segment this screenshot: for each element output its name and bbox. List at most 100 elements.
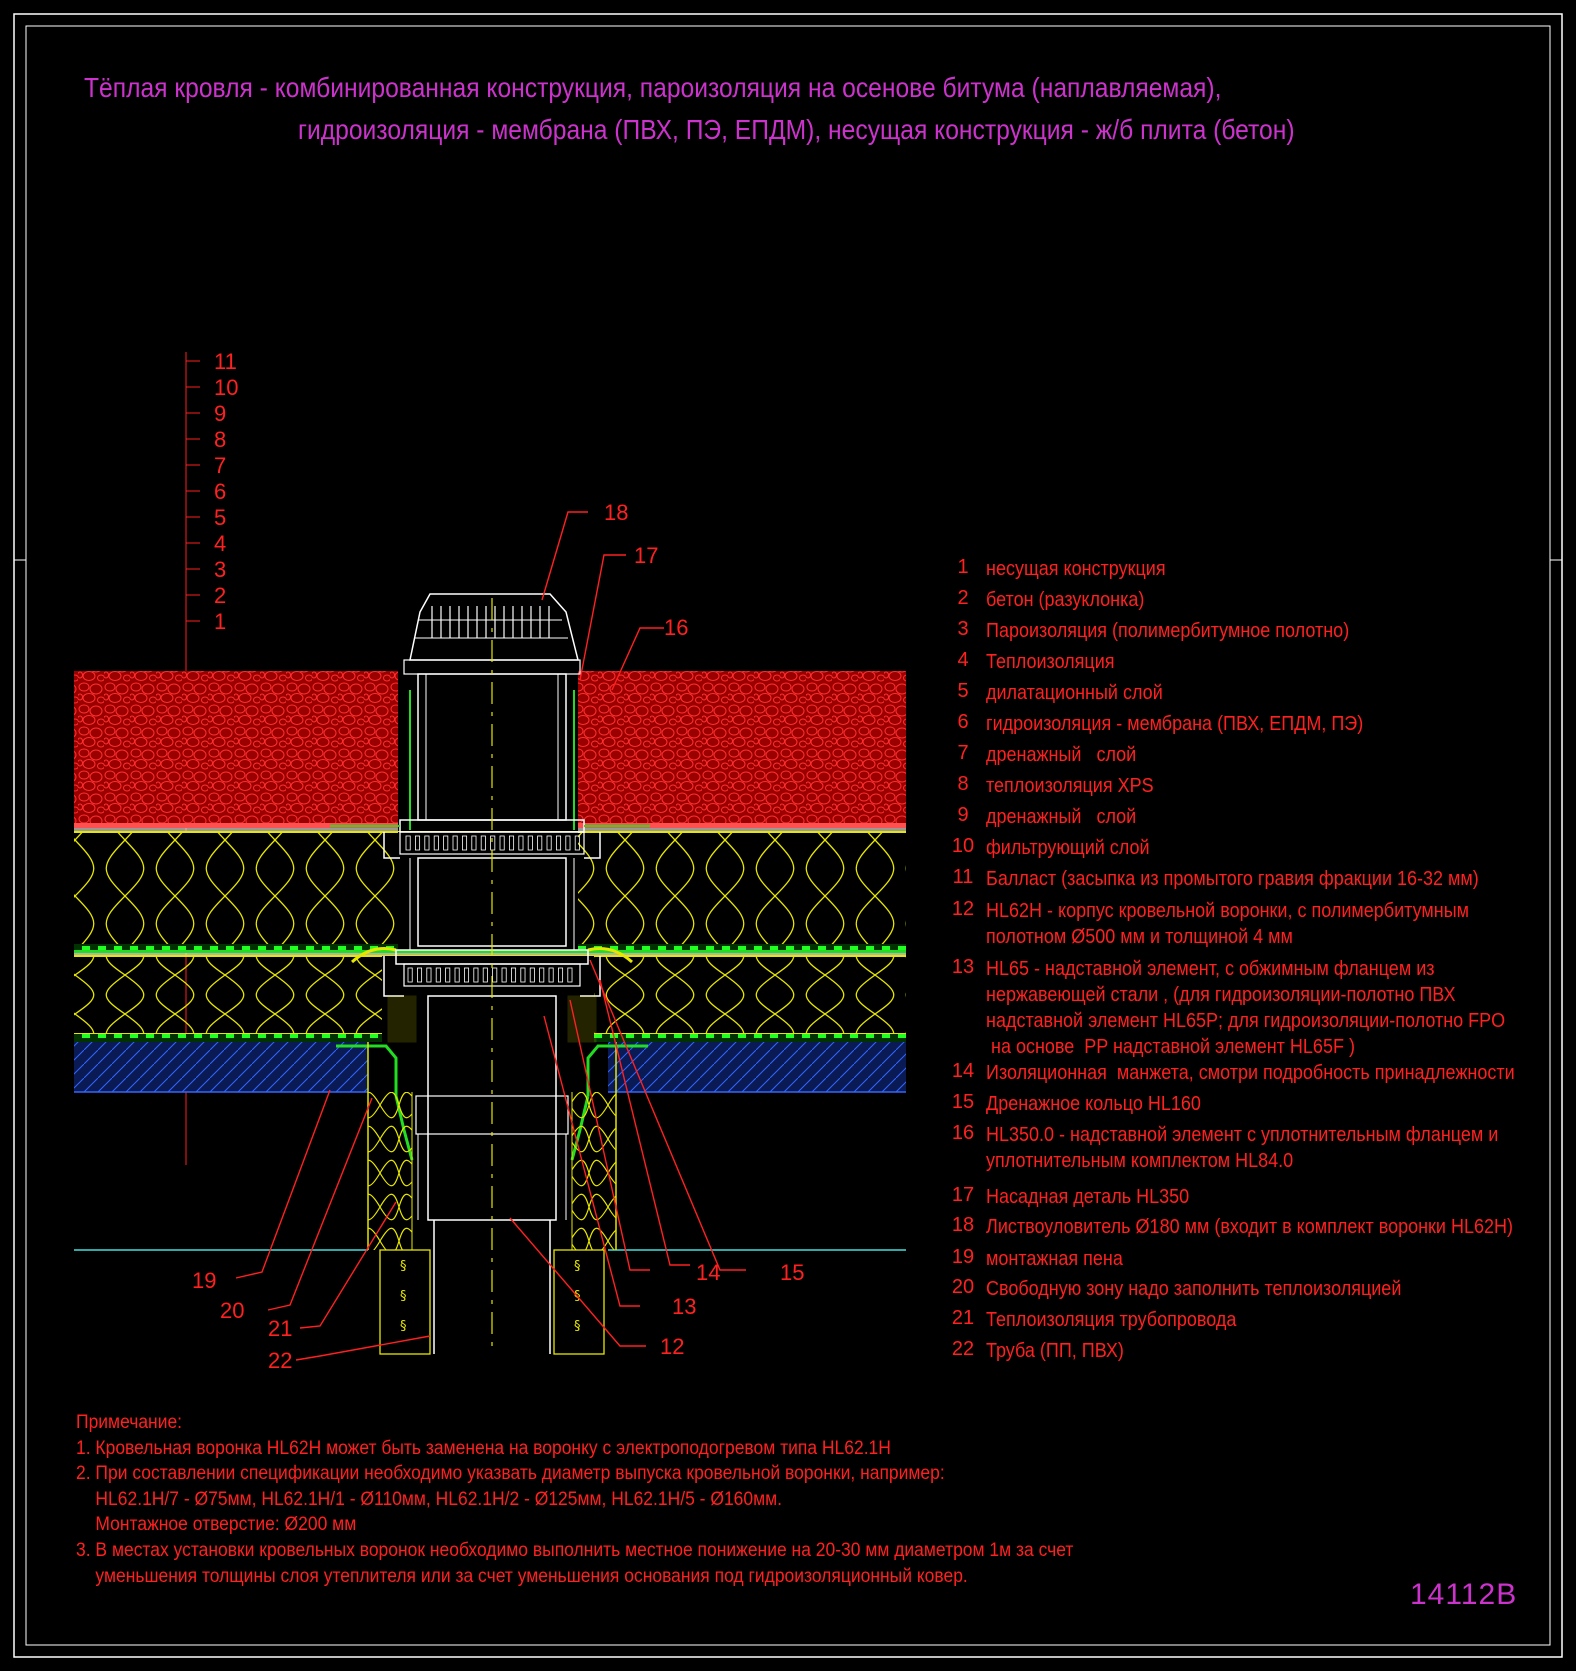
legend-text: гидроизоляция - мембрана (ПВХ, ЕПДМ, ПЭ)	[986, 713, 1364, 735]
callout-19: 19	[192, 1268, 216, 1293]
callout-12: 12	[660, 1334, 684, 1359]
flange-tooth	[452, 835, 458, 851]
pipe-insulation-mark: §	[574, 1259, 581, 1274]
flange-tooth	[405, 835, 411, 851]
legend-number: 4	[957, 649, 969, 671]
flange-tooth	[518, 835, 524, 851]
drawing-title-line1: Тёплая кровля - комбинированная конструк…	[84, 72, 1222, 103]
leader-lines	[235, 511, 746, 1361]
note-2b: HL62.1H/7 - Ø75мм, HL62.1H/1 - Ø110мм, H…	[76, 1488, 782, 1510]
legend-number: 21	[951, 1307, 975, 1329]
callout-17: 17	[634, 543, 658, 568]
callout-16: 16	[664, 615, 688, 640]
flange-tooth	[510, 967, 517, 983]
flange-tooth	[490, 835, 496, 851]
legend-number: 2	[957, 587, 969, 609]
flange-tooth	[416, 967, 423, 983]
callout-13: 13	[672, 1294, 696, 1319]
legend-item: 17 Насадная деталь HL350	[940, 1184, 1566, 1210]
legend-number: 10	[951, 835, 975, 857]
callout-numbers: 18 17 16 19 20 21 22 14 15 13 12	[192, 500, 804, 1373]
flange-tooth	[426, 967, 432, 983]
flange-tooth	[443, 835, 449, 851]
inner-frame	[25, 25, 1551, 1646]
callout-21: 21	[268, 1316, 292, 1341]
legend-text: несущая конструкция	[986, 558, 1166, 580]
legend-number: 20	[951, 1276, 975, 1298]
legend-number: 13	[951, 956, 975, 978]
scale-label: 9	[214, 401, 226, 426]
scale-label: 2	[214, 583, 226, 608]
pipe-insulation-mark: §	[574, 1319, 581, 1334]
flange-tooth	[556, 835, 562, 851]
scale-label: 3	[214, 557, 226, 582]
callout-15: 15	[780, 1260, 804, 1285]
callout-20: 20	[220, 1298, 244, 1323]
scale-label: 1	[214, 609, 226, 634]
legend-item: 9 дренажный слой	[940, 804, 1566, 830]
scale-label: 4	[214, 531, 226, 556]
flange-tooth	[546, 835, 552, 851]
flange-tooth	[501, 967, 507, 983]
notes-heading: Примечание:	[76, 1412, 183, 1433]
legend-text: дренажный слой	[986, 806, 1137, 828]
note-2c: Монтажное отверстие: Ø200 мм	[76, 1514, 357, 1536]
flange-tooth	[529, 967, 535, 983]
legend-number: 9	[957, 804, 969, 826]
legend-item: 19 монтажная пена	[940, 1246, 1566, 1272]
legend-item: 10 фильтрующий слой	[940, 835, 1566, 861]
legend-item: 14 Изоляционная манжета, смотри подробнос…	[940, 1060, 1566, 1086]
legend-text: дилатационный слой	[986, 682, 1163, 704]
legend-number: 1	[957, 556, 969, 578]
legend-number: 19	[951, 1246, 975, 1268]
legend-number: 17	[951, 1184, 975, 1206]
callout-18: 18	[604, 500, 628, 525]
legend-number: 5	[957, 680, 969, 702]
legend-text: фильтрующий слой	[986, 837, 1150, 859]
flange-tooth	[471, 835, 477, 851]
legend-number: 15	[951, 1091, 975, 1113]
flange-tooth	[574, 835, 580, 851]
scale-label: 6	[214, 479, 226, 504]
legend-number: 14	[951, 1060, 975, 1082]
pipe-insulation-mark: §	[400, 1289, 407, 1304]
legend-item: 12 HL62H - корпус кровельной воронки, с п…	[940, 898, 1566, 950]
note-2a: 2. При составлении спецификации необходи…	[76, 1463, 945, 1485]
roof-drain-assembly: §§§§§§	[330, 593, 650, 1355]
legend-text: HL62H - корпус кровельной воронки, с пол…	[986, 900, 1470, 948]
legend-text: Изоляционная манжета, смотри подробность…	[986, 1062, 1515, 1084]
flange-tooth	[565, 835, 571, 851]
callout-14: 14	[696, 1260, 720, 1285]
flange-tooth	[482, 967, 488, 983]
legend-text: Насадная деталь HL350	[986, 1186, 1190, 1208]
legend-text: теплоизоляция XPS	[986, 775, 1154, 797]
flange-tooth	[473, 967, 479, 983]
lower-flange	[350, 947, 634, 1043]
flange-tooth	[537, 835, 543, 851]
legend-number: 12	[951, 898, 975, 920]
flange-tooth	[454, 967, 460, 983]
drawing-number-stamp: 14112B	[1410, 1578, 1518, 1611]
legend-number: 11	[952, 866, 974, 888]
flange-tooth	[407, 967, 413, 983]
scale-label: 7	[214, 453, 226, 478]
flange-tooth	[480, 835, 486, 851]
legend-text: Листвоуловитель Ø180 мм (входит в компле…	[986, 1216, 1514, 1238]
flange-tooth	[548, 967, 554, 983]
legend-number: 3	[957, 618, 969, 640]
flange-tooth	[567, 967, 573, 983]
drawing-title-line2: гидроизоляция - мембрана (ПВХ, ПЭ, ЕПДМ)…	[298, 114, 1295, 145]
flange-tooth	[433, 835, 439, 851]
pipe-insulation-mark: §	[400, 1319, 407, 1334]
legend-number: 22	[951, 1338, 975, 1360]
legend-text: монтажная пена	[986, 1248, 1123, 1270]
